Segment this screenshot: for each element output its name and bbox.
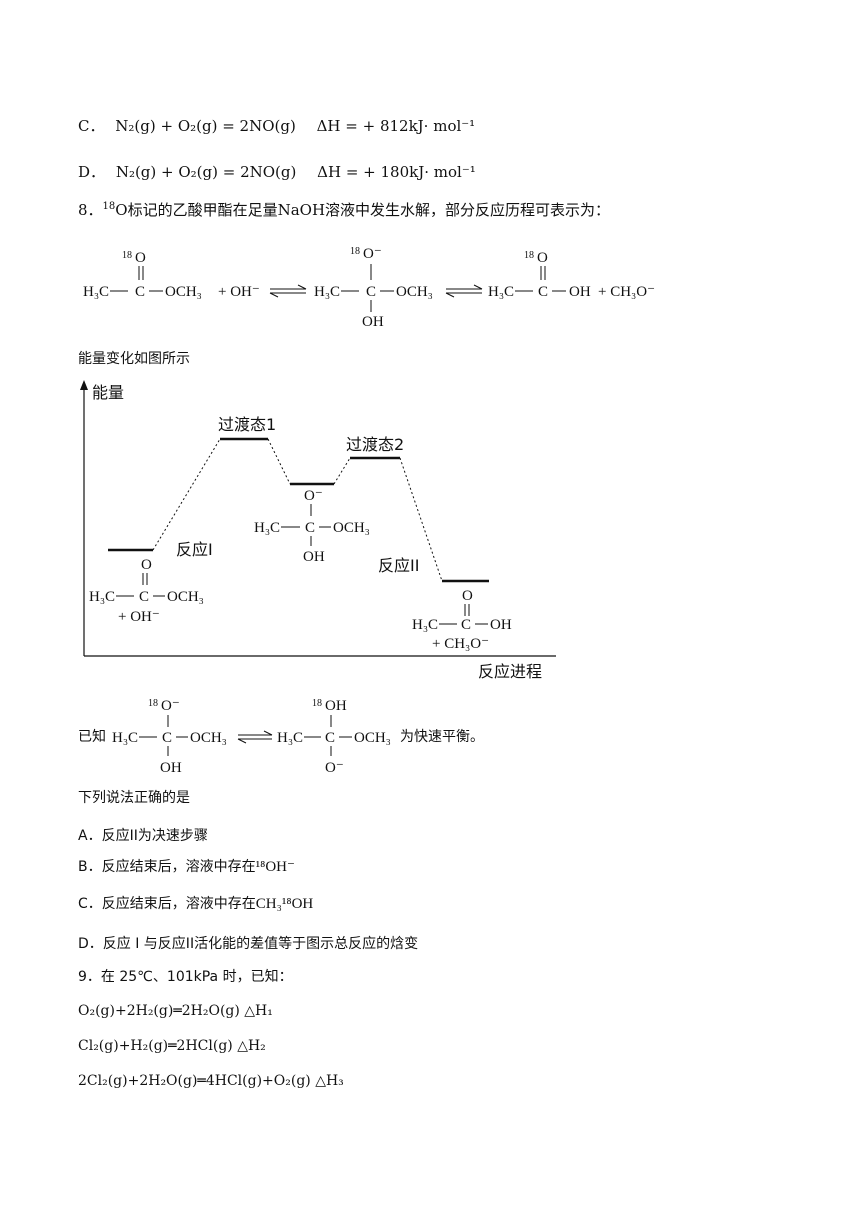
choice-b: B．反应结束后，溶液中存在¹⁸OH⁻ xyxy=(78,857,295,877)
known-h3c-2: H₃C xyxy=(277,730,303,746)
diag-int-h3c: H₃C xyxy=(254,520,280,536)
diag-prod-plus-ch3o: + CH₃O⁻ xyxy=(432,636,489,652)
choice-b-label: B． xyxy=(78,859,102,875)
ts1-label: 过渡态1 xyxy=(218,415,276,434)
mech-plus-oh: + OH⁻ xyxy=(218,284,260,300)
mech-h3c-1: H₃C xyxy=(83,284,109,300)
mech-o-3: O xyxy=(537,250,548,266)
q9-eq2: Cl₂(g)+H₂(g)═2HCl(g) △H₂ xyxy=(78,1038,266,1054)
mech-c-3: C xyxy=(538,284,548,300)
known-och3-2: OCH₃ xyxy=(354,730,391,746)
mech-och3-2: OCH₃ xyxy=(396,284,433,300)
diag-int-och3: OCH₃ xyxy=(333,520,370,536)
known-h3c-1: H₃C xyxy=(112,730,138,746)
known-c-2: C xyxy=(325,730,335,746)
diag-prod-c: C xyxy=(461,617,471,633)
q8-stem-text: O标记的乙酸甲酯在足量NaOH溶液中发生水解，部分反应历程可表示为： xyxy=(115,201,611,219)
y-axis-label: 能量 xyxy=(92,383,124,402)
mech-oh-2: OH xyxy=(362,314,384,330)
choice-c: C．反应结束后，溶液中存在CH₃¹⁸OH xyxy=(78,894,313,914)
diag-react-och3: OCH₃ xyxy=(167,589,204,605)
known-c-1: C xyxy=(162,730,172,746)
rxn2-label: 反应II xyxy=(378,556,419,575)
q9-eq1: O₂(g)+2H₂(g)═2H₂O(g) △H₁ xyxy=(78,1003,273,1019)
mech-h3c-3: H₃C xyxy=(488,284,514,300)
mech-oh-3: OH xyxy=(569,284,591,300)
choice-a-text: 反应II为决速步骤 xyxy=(101,828,208,844)
mech-o-1: O xyxy=(135,250,146,266)
q9-stem: 9．在 25℃、101kPa 时，已知： xyxy=(78,967,293,987)
option-c: C． N₂(g) + O₂(g) = 2NO(g) ΔH = + 812kJ· … xyxy=(78,116,475,136)
option-c-label: C． xyxy=(78,117,105,135)
choice-c-label: C． xyxy=(78,896,102,912)
q8-isotope: 18 xyxy=(102,201,116,212)
rxn1-label: 反应I xyxy=(176,540,213,559)
choice-c-text: 反应结束后，溶液中存在 xyxy=(101,896,256,912)
q9-number: 9． xyxy=(78,969,101,985)
known-oh-top: OH xyxy=(325,698,347,714)
known-line: 已知 18 O⁻ H₃C C OCH₃ OH 18 OH H₃C C OCH₃ xyxy=(78,694,778,778)
diag-react-c: C xyxy=(139,589,149,605)
known-prefix: 已知 xyxy=(78,729,106,745)
choice-c-chem: CH₃¹⁸OH xyxy=(255,896,314,912)
option-d-enthalpy: ΔH = + 180kJ· mol⁻¹ xyxy=(317,163,476,181)
q9-eq3: 2Cl₂(g)+2H₂O(g)═4HCl(g)+O₂(g) △H₃ xyxy=(78,1073,344,1089)
mech-iso-2: 18 xyxy=(350,246,360,257)
diag-prod-oh: OH xyxy=(490,617,512,633)
choice-a: A．反应II为决速步骤 xyxy=(78,826,208,846)
known-iso-1: 18 xyxy=(148,698,158,709)
option-c-equation: N₂(g) + O₂(g) = 2NO(g) xyxy=(115,117,296,135)
mechanism-scheme: 18 O H₃C C OCH₃ + OH⁻ 18 O⁻ H₃C C OCH₃ O… xyxy=(83,246,655,330)
ts2-label: 过渡态2 xyxy=(346,435,404,454)
known-ominus-1: O⁻ xyxy=(161,698,180,714)
mech-och3-1: OCH₃ xyxy=(165,284,202,300)
energy-diagram: 能量 反应进程 过渡态1 过渡态2 反应I 反应II O H₃C C OCH₃ … xyxy=(80,380,556,681)
known-iso-2: 18 xyxy=(312,698,322,709)
diag-react-h3c: H₃C xyxy=(89,589,115,605)
known-equilibrium: 18 O⁻ H₃C C OCH₃ OH 18 OH H₃C C OCH₃ O⁻ xyxy=(112,698,391,776)
q8-prompt: 下列说法正确的是 xyxy=(78,790,190,806)
mech-plus-ch3o: + CH₃O⁻ xyxy=(598,284,655,300)
option-d: D． N₂(g) + O₂(g) = 2NO(g) ΔH = + 180kJ· … xyxy=(78,162,476,182)
option-d-equation: N₂(g) + O₂(g) = 2NO(g) xyxy=(115,163,297,181)
diag-int-c: C xyxy=(305,520,315,536)
diag-int-ominus: O⁻ xyxy=(304,488,323,504)
q8-number: 8． xyxy=(78,201,103,219)
known-och3-1: OCH₃ xyxy=(190,730,227,746)
diag-react-o: O xyxy=(141,557,152,573)
diag-prod-h3c: H₃C xyxy=(412,617,438,633)
known-oh-1: OH xyxy=(160,760,182,776)
mech-iso-3: 18 xyxy=(524,250,534,261)
option-d-label: D． xyxy=(78,163,106,181)
choice-d-text: 反应 I 与反应II活化能的差值等于图示总反应的焓变 xyxy=(102,936,419,952)
q9-stem-text: 在 25℃、101kPa 时，已知： xyxy=(100,969,293,985)
choice-d-label: D． xyxy=(78,936,103,952)
q8-stem: 8．18O标记的乙酸甲酯在足量NaOH溶液中发生水解，部分反应历程可表示为： xyxy=(78,200,610,220)
energy-caption: 能量变化如图所示 xyxy=(78,351,190,367)
choice-b-chem: ¹⁸OH⁻ xyxy=(255,859,295,875)
mech-h3c-2: H₃C xyxy=(314,284,340,300)
diag-prod-o: O xyxy=(462,588,473,604)
mech-iso-1: 18 xyxy=(122,250,132,261)
diag-int-oh: OH xyxy=(303,549,325,565)
choice-a-label: A． xyxy=(78,828,102,844)
choice-d: D．反应 I 与反应II活化能的差值等于图示总反应的焓变 xyxy=(78,934,418,954)
mech-c-1: C xyxy=(135,284,145,300)
choice-b-text: 反应结束后，溶液中存在 xyxy=(101,859,256,875)
mech-ominus-2: O⁻ xyxy=(363,246,382,262)
diag-react-plus-oh: + OH⁻ xyxy=(118,609,160,625)
known-ominus-2: O⁻ xyxy=(325,760,344,776)
option-c-enthalpy: ΔH = + 812kJ· mol⁻¹ xyxy=(316,117,476,135)
known-suffix: 为快速平衡。 xyxy=(400,729,484,745)
mech-c-2: C xyxy=(366,284,376,300)
x-axis-label: 反应进程 xyxy=(478,662,542,681)
